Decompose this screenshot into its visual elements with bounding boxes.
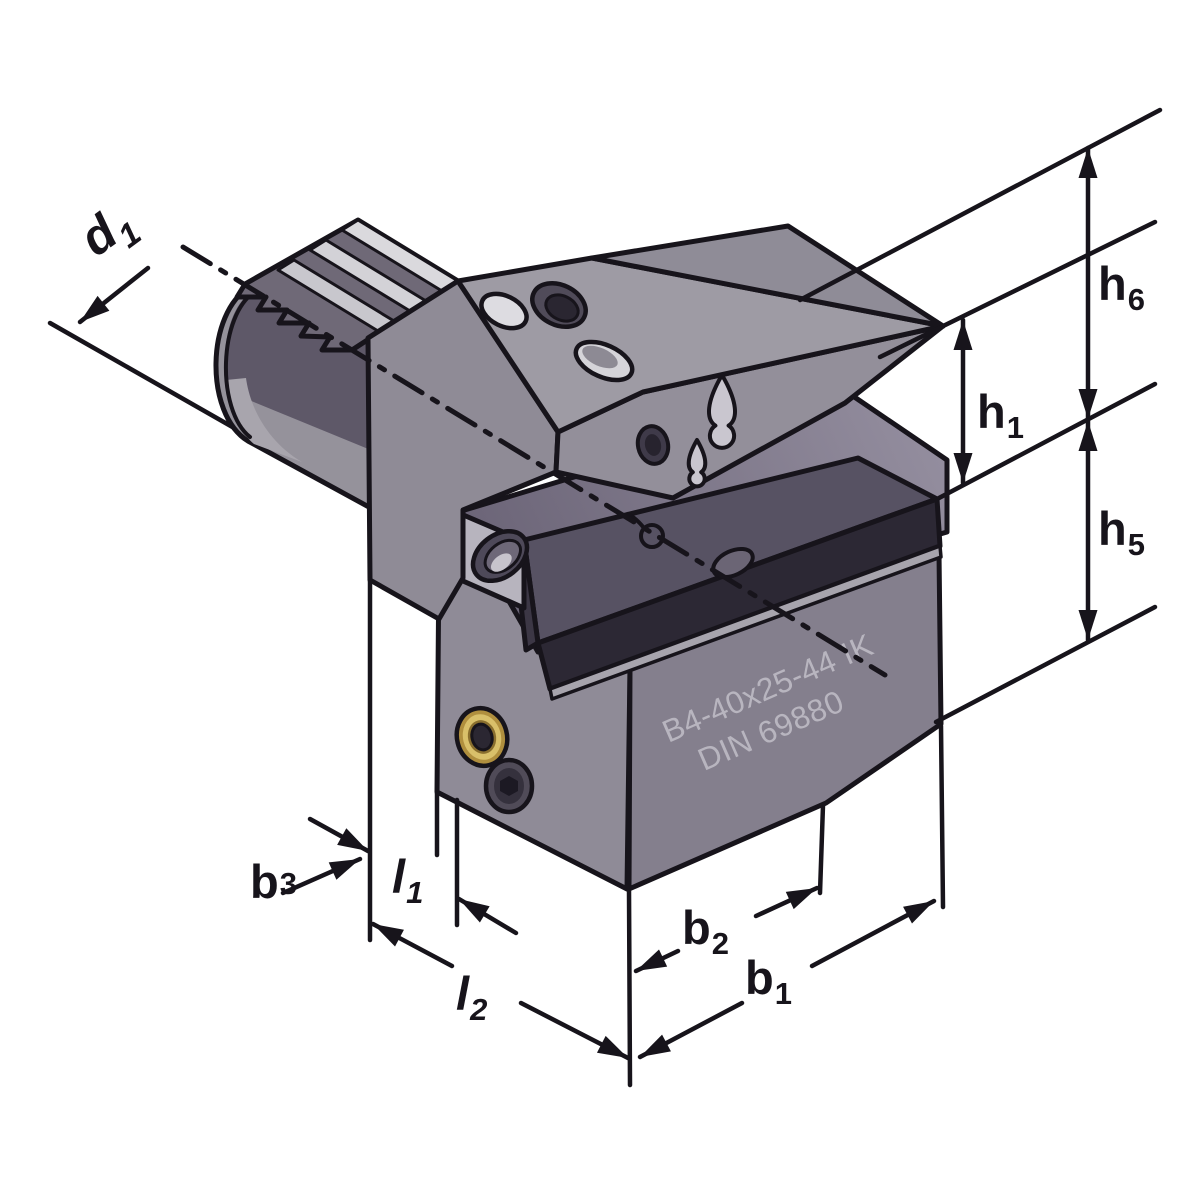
reference-line-bottom [933, 604, 1158, 725]
top-hole-bore [544, 293, 580, 323]
b2-left-arrowhead [636, 949, 668, 971]
hex-socket [500, 776, 518, 796]
h1-arrowhead [953, 453, 973, 483]
seat-keyhole [639, 523, 665, 549]
dim-label-h6: h6 [1098, 257, 1145, 317]
extension-line-b1 [938, 723, 946, 910]
d1-arrowhead [80, 295, 110, 322]
dim-label-h1: h1 [977, 385, 1024, 445]
dim-label-b2: b2 [682, 901, 729, 961]
dim-label-b3: b3 [250, 855, 297, 908]
b1-left-arrowhead [640, 1034, 671, 1057]
extension-line-front-corner [626, 888, 633, 1088]
shank-cap-highlight [226, 378, 302, 462]
b3-arrowhead [328, 859, 360, 880]
shank-cap-rim [224, 289, 258, 439]
h6-arrowhead [1078, 389, 1098, 419]
l2-right-arrowhead [596, 1035, 628, 1058]
h5-arrowhead [1078, 421, 1098, 451]
dim-label-h5: h5 [1098, 502, 1145, 562]
b1-right-arrowhead [903, 901, 934, 924]
reference-line-clamp-tip [877, 219, 1158, 360]
body-top-edge-sliver [548, 544, 943, 701]
reference-line-shank-top [797, 107, 1163, 303]
l2-left-arrowhead [373, 924, 404, 947]
clamp-screw-angled [470, 528, 530, 584]
top-hole-oval-shadow [582, 345, 618, 369]
dim-label-d1: d1 [70, 192, 148, 273]
centerline [180, 244, 888, 678]
extension-line-b2 [817, 802, 826, 896]
dim-label-l2: l2 [456, 967, 487, 1027]
coolant-port-brass [454, 705, 510, 769]
reference-line-seat [936, 381, 1158, 501]
h1-arrowhead [953, 320, 973, 350]
front-ring-hole-bore [644, 434, 662, 456]
d1-extension-line [47, 320, 246, 436]
dim-label-b1: b1 [745, 951, 792, 1011]
top-hole-spotface [479, 291, 529, 331]
l1-right-arrowhead [459, 899, 490, 923]
coolant-drop-large [707, 373, 737, 450]
b2-right-arrowhead [785, 888, 817, 910]
coolant-drop-small [686, 438, 708, 489]
h5-arrowhead [1078, 610, 1098, 640]
l1-left-arrowhead [337, 828, 368, 851]
dim-label-l1: l1 [392, 850, 423, 910]
h6-arrowhead [1078, 148, 1098, 178]
clamp-bevel-face [589, 223, 946, 329]
